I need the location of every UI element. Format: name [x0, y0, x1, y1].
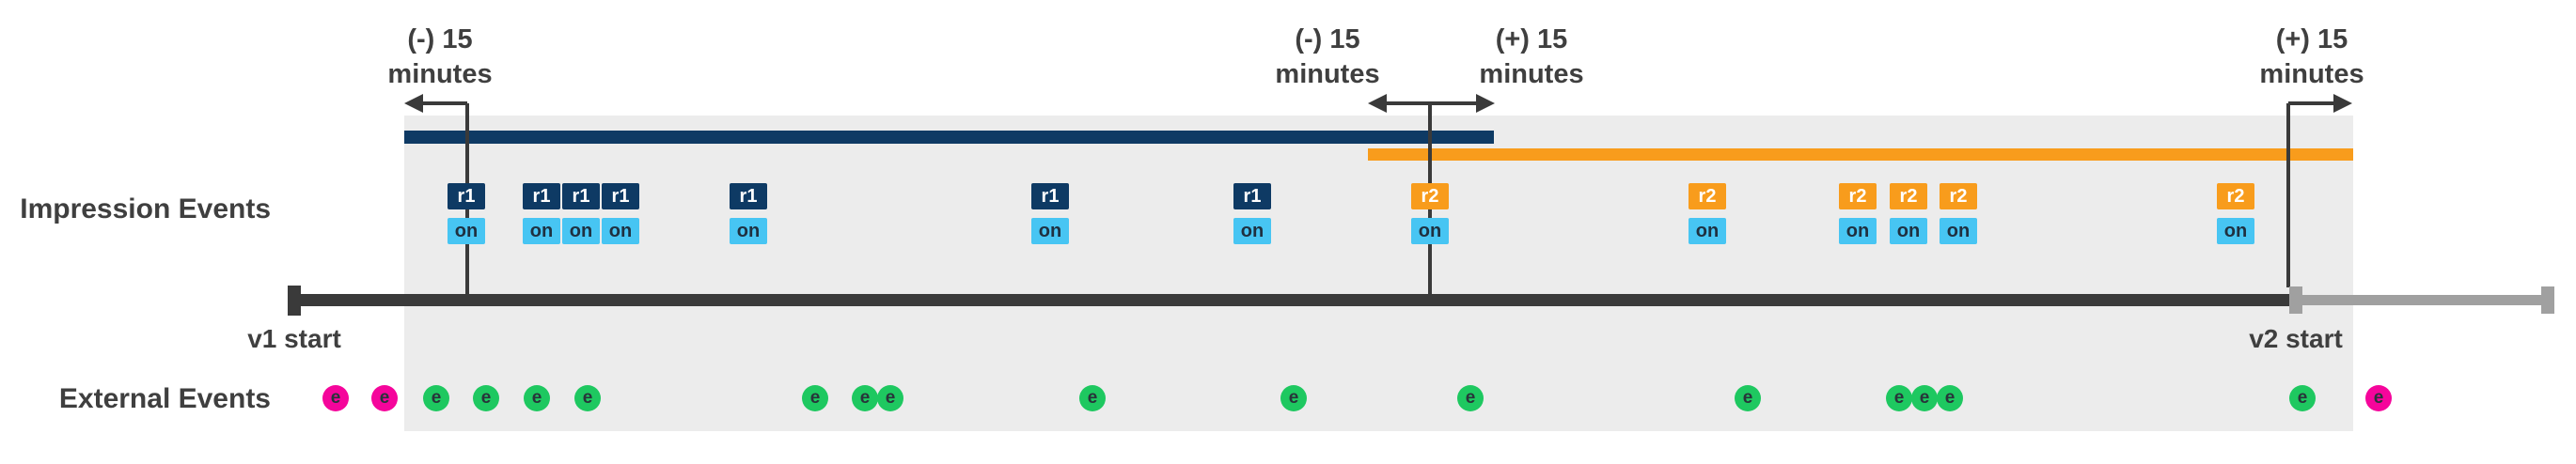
- impression-status-on: on: [2217, 218, 2254, 244]
- v2-start-label: v2 start: [2249, 324, 2343, 353]
- timeline-end-cap: [2541, 286, 2554, 314]
- impression-event-r2: r2: [1839, 183, 1877, 209]
- offset-label-plus15-v2: (+) 15 minutes: [2171, 23, 2453, 92]
- impression-event-r2: r2: [1411, 183, 1449, 209]
- offset-label-minus15-r2: (-) 15 minutes: [1186, 23, 1469, 92]
- impression-status-on: on: [602, 218, 639, 244]
- external-event-dot-green: e: [1280, 385, 1307, 411]
- impression-event-r2: r2: [1890, 183, 1927, 209]
- impression-event-r1: r1: [523, 183, 560, 209]
- offset-label-line2: minutes: [1275, 59, 1380, 89]
- external-event-dot-green: e: [423, 385, 449, 411]
- external-event-dot-green: e: [524, 385, 550, 411]
- impression-event-r1: r1: [602, 183, 639, 209]
- offset-label-line2: minutes: [1479, 59, 1584, 89]
- external-event-dot-green: e: [1079, 385, 1106, 411]
- impression-event-r2: r2: [1689, 183, 1726, 209]
- external-event-dot-pink: e: [371, 385, 398, 411]
- impression-status-on: on: [1689, 218, 1726, 244]
- impression-event-r1: r1: [730, 183, 767, 209]
- impression-event-r1: r1: [448, 183, 485, 209]
- impression-status-on: on: [1031, 218, 1069, 244]
- impression-status-on: on: [1839, 218, 1877, 244]
- v1-ad-serving-bar: [404, 131, 1494, 144]
- external-event-dot-green: e: [473, 385, 499, 411]
- impression-status-on: on: [448, 218, 485, 244]
- impression-status-on: on: [1940, 218, 1977, 244]
- plus15-right-arrowhead-icon: [2333, 94, 2352, 113]
- offset-label-line1: (+) 15: [2275, 24, 2348, 54]
- offset-label-line1: (+) 15: [1495, 24, 1568, 54]
- plus15-right-arrow-line: [2288, 101, 2335, 105]
- offset-label-minus15-v1: (-) 15 minutes: [299, 23, 581, 92]
- minus15-left-arrow-line: [421, 101, 467, 105]
- v2-start-cap: [2289, 286, 2302, 314]
- plusminus15-mid-arrow-line: [1385, 101, 1478, 105]
- external-event-dot-green: e: [877, 385, 903, 411]
- impression-event-r1: r1: [1031, 183, 1069, 209]
- external-events-row-label: External Events: [58, 383, 271, 414]
- v1-start-label: v1 start: [247, 324, 341, 353]
- impression-status-on: on: [1411, 218, 1449, 244]
- timeline-bar: [288, 294, 2289, 306]
- external-event-dot-pink: e: [322, 385, 349, 411]
- impression-event-r2: r2: [1940, 183, 1977, 209]
- offset-label-plus15-r2: (+) 15 minutes: [1390, 23, 1673, 92]
- external-event-dot-green: e: [2289, 385, 2316, 411]
- impression-event-r2: r2: [2217, 183, 2254, 209]
- v2-start-guide-line: [2286, 103, 2290, 287]
- timeline-future-bar: [2289, 295, 2554, 305]
- experiment-window-panel: [404, 116, 2353, 431]
- external-event-dot-green: e: [1886, 385, 1912, 411]
- impression-status-on: on: [523, 218, 560, 244]
- minus15-mid-arrowhead-icon: [1368, 94, 1387, 113]
- offset-label-line2: minutes: [2259, 59, 2364, 89]
- offset-label-line2: minutes: [387, 59, 493, 89]
- plus15-mid-arrowhead-icon: [1476, 94, 1495, 113]
- offset-label-line1: (-) 15: [407, 24, 473, 54]
- external-event-dot-green: e: [1457, 385, 1484, 411]
- impression-event-r1: r1: [562, 183, 600, 209]
- external-event-dot-green: e: [852, 385, 878, 411]
- external-event-dot-pink: e: [2365, 385, 2392, 411]
- impression-status-on: on: [1890, 218, 1927, 244]
- v2-ad-serving-bar: [1368, 148, 2353, 161]
- impression-events-row-label: Impression Events: [20, 193, 271, 224]
- impression-status-on: on: [562, 218, 600, 244]
- external-event-dot-green: e: [1937, 385, 1963, 411]
- minus15-left-arrowhead-icon: [404, 94, 423, 113]
- external-event-dot-green: e: [574, 385, 601, 411]
- impression-status-on: on: [730, 218, 767, 244]
- impression-status-on: on: [1233, 218, 1271, 244]
- external-event-dot-green: e: [1911, 385, 1938, 411]
- external-event-dot-green: e: [802, 385, 828, 411]
- impression-event-r1: r1: [1233, 183, 1271, 209]
- external-event-dot-green: e: [1735, 385, 1761, 411]
- offset-label-line1: (-) 15: [1295, 24, 1360, 54]
